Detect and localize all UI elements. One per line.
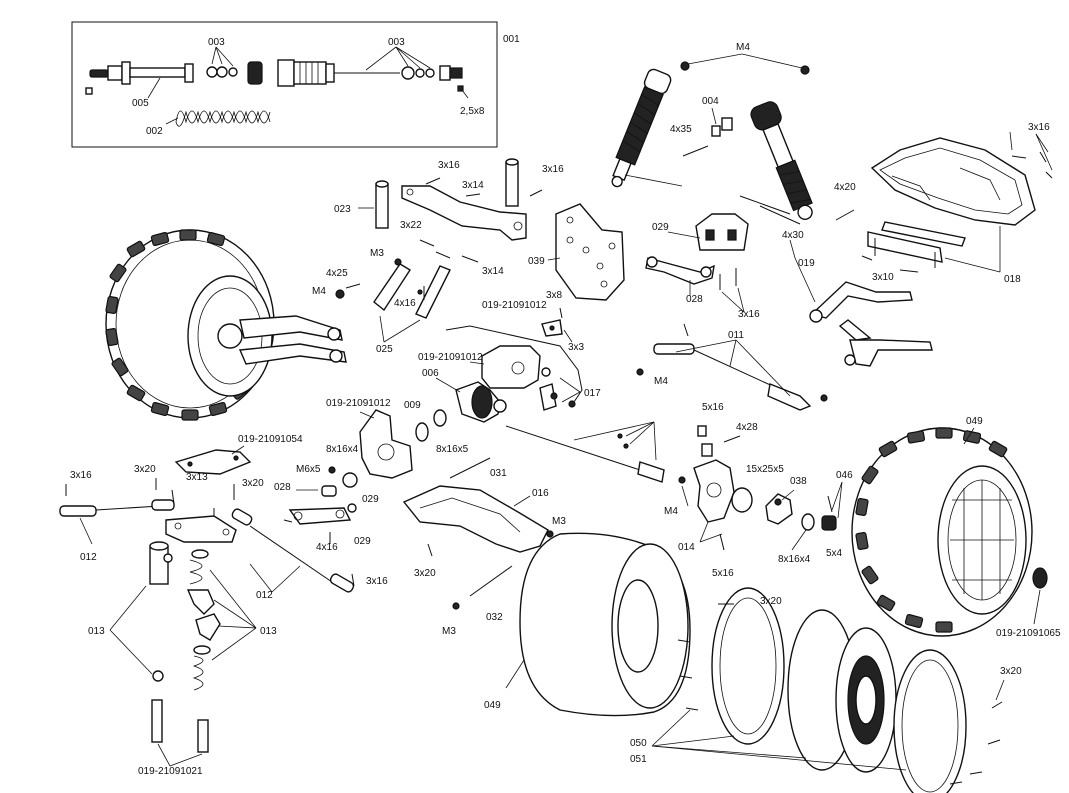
label-3x14-b: 3x14 <box>482 266 504 277</box>
label-019-21091065: 019-21091065 <box>996 628 1061 639</box>
label-8x16x5: 8x16x5 <box>436 444 469 455</box>
label-039: 039 <box>528 256 545 267</box>
label-3x20-arm: 3x20 <box>414 568 436 579</box>
label-m4-top: M4 <box>736 42 750 53</box>
shock-spring <box>175 110 271 127</box>
label-049-center: 049 <box>484 700 501 711</box>
label-009: 009 <box>404 400 421 411</box>
label-3x16-bumper: 3x16 <box>1028 122 1050 133</box>
label-3x14-a: 3x14 <box>462 180 484 191</box>
label-m6x5: M6x5 <box>296 464 321 475</box>
beadlock-wheel: 3x20 3x20 050 051 <box>630 587 1022 793</box>
label-5x16-top: 5x16 <box>702 402 724 413</box>
label-013-left: 013 <box>88 626 105 637</box>
hub-knuckle: 5x16 4x28 M4 15x25x5 038 8x16x4 046 5x4 … <box>664 402 853 579</box>
label-025: 025 <box>376 344 393 355</box>
label-3x16-end: 3x16 <box>366 576 388 587</box>
label-028-top: 028 <box>686 294 703 305</box>
label-m4-turnbuckle: M4 <box>654 376 668 387</box>
label-15x25x5: 15x25x5 <box>746 464 784 475</box>
label-3x8: 3x8 <box>546 290 563 301</box>
label-gearbox: 019-21091012 <box>326 398 391 409</box>
label-006: 006 <box>422 368 439 379</box>
label-3x16-tower: 3x16 <box>738 309 760 320</box>
label-5x16-bottom: 5x16 <box>712 568 734 579</box>
label-003-right: 003 <box>388 37 405 48</box>
left-tire <box>105 229 347 421</box>
center-drivetrain: 019-21091012 3x8 3x3 019-21091012 006 00… <box>274 290 665 637</box>
label-8x16x4-b: 8x16x4 <box>778 554 811 565</box>
front-bumper: 3x16 018 3x10 <box>861 122 1053 285</box>
label-019: 019 <box>798 258 815 269</box>
label-4x28: 4x28 <box>736 422 758 433</box>
label-5x4: 5x4 <box>826 548 843 559</box>
label-m4-left: M4 <box>312 286 326 297</box>
label-016: 016 <box>532 488 549 499</box>
label-3x20-bead-b: 3x20 <box>1000 666 1022 677</box>
label-002: 002 <box>146 126 163 137</box>
shock-inset: 001 <box>71 21 520 148</box>
label-3x20-bead: 3x20 <box>760 596 782 607</box>
shock-absorbers: M4 004 4x35 4x20 4x30 <box>611 42 856 241</box>
right-tire: 049 019-21091065 <box>851 416 1061 639</box>
label-031: 031 <box>490 468 507 479</box>
label-3x13: 3x13 <box>186 472 208 483</box>
label-049-right: 049 <box>966 416 983 427</box>
label-001: 001 <box>503 34 520 45</box>
label-013-right: 013 <box>260 626 277 637</box>
label-3x20-steer-b: 3x20 <box>242 478 264 489</box>
label-4x35: 4x35 <box>670 124 692 135</box>
label-3x10: 3x10 <box>872 272 894 283</box>
shock-shaft-assembly <box>85 59 464 95</box>
label-3x16-a: 3x16 <box>438 160 460 171</box>
label-046: 046 <box>836 470 853 481</box>
steering-assembly: 019-21091054 3x16 3x20 3x13 3x20 012 3x1… <box>59 434 388 777</box>
label-4x30: 4x30 <box>782 230 804 241</box>
label-018: 018 <box>1004 274 1021 285</box>
label-3x3: 3x3 <box>568 342 585 353</box>
label-3x16-steer: 3x16 <box>70 470 92 481</box>
label-019-21091054: 019-21091054 <box>238 434 303 445</box>
label-4x25: 4x25 <box>326 268 348 279</box>
label-3x20-steer: 3x20 <box>134 464 156 475</box>
shock-tower: 039 028 3x16 <box>528 203 760 320</box>
turnbuckle-upper: 011 M4 <box>636 323 828 411</box>
center-tire: 049 <box>484 532 691 717</box>
label-sway-mount: 019-21091012 <box>482 300 547 311</box>
label-028-mid: 028 <box>274 482 291 493</box>
label-m3-arm: M3 <box>552 516 566 527</box>
label-051: 051 <box>630 754 647 765</box>
servo-mount-parts: 023 3x16 3x16 3x14 3x22 3x14 M3 4x16 025 <box>312 158 564 355</box>
label-012-right: 012 <box>256 590 273 601</box>
label-m3-top: M3 <box>370 248 384 259</box>
label-029-mid-b: 029 <box>354 536 371 547</box>
label-4x16-mid: 4x16 <box>316 542 338 553</box>
label-004: 004 <box>702 96 719 107</box>
label-014: 014 <box>678 542 695 553</box>
label-005: 005 <box>132 98 149 109</box>
label-011: 011 <box>728 330 744 341</box>
label-029-mid-a: 029 <box>362 494 379 505</box>
inset-frame <box>71 21 498 148</box>
label-3x22: 3x22 <box>400 220 422 231</box>
label-diff-mount: 019-21091012 <box>418 352 483 363</box>
label-012-left: 012 <box>80 552 97 563</box>
label-2-5x8: 2,5x8 <box>460 106 485 117</box>
label-4x20-top: 4x20 <box>834 182 856 193</box>
front-brace: 029 019 <box>652 213 933 367</box>
label-029-top: 029 <box>652 222 669 233</box>
label-m3-pin: M3 <box>442 626 456 637</box>
label-023: 023 <box>334 204 351 215</box>
label-032: 032 <box>486 612 503 623</box>
label-4x16-top: 4x16 <box>394 298 416 309</box>
label-3x16-b: 3x16 <box>542 164 564 175</box>
label-003-left: 003 <box>208 37 225 48</box>
label-8x16x4-a: 8x16x4 <box>326 444 359 455</box>
label-017: 017 <box>584 388 601 399</box>
label-m4-hub: M4 <box>664 506 678 517</box>
label-050: 050 <box>630 738 647 749</box>
label-038: 038 <box>790 476 807 487</box>
label-019-21091021: 019-21091021 <box>138 766 203 777</box>
